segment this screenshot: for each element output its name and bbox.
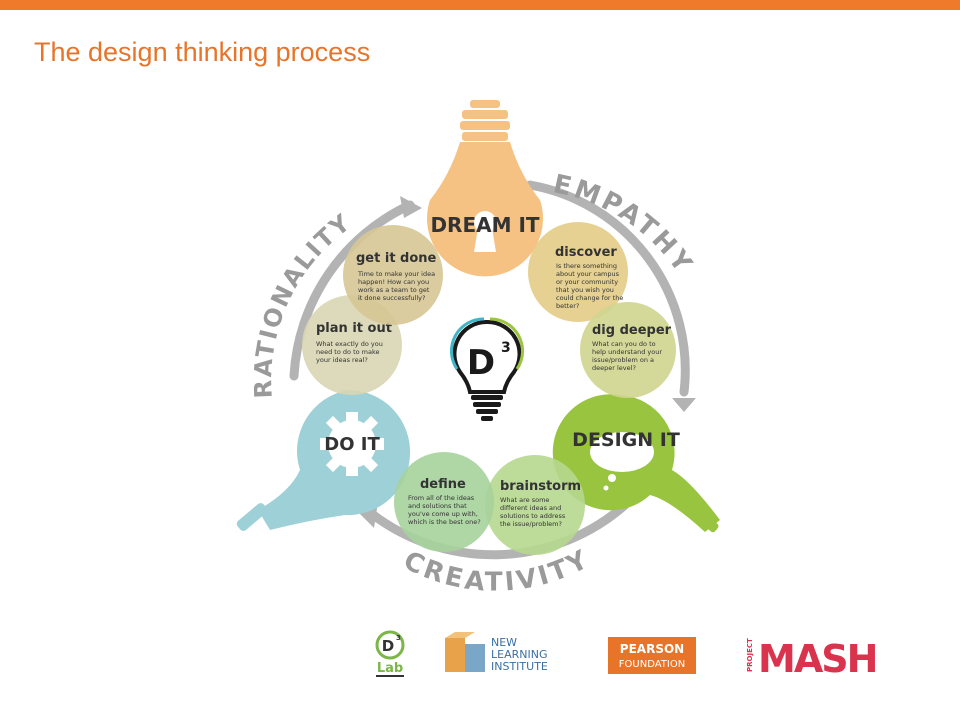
d3-lab-word: Lab (377, 661, 403, 676)
rationality-arc (289, 200, 415, 381)
d3-logo-letter: D (467, 343, 495, 383)
nli-line1: NEW (491, 636, 517, 649)
empathy-arc (525, 180, 690, 397)
pearson-line2: FOUNDATION (619, 659, 685, 670)
nli-line3: INSTITUTE (491, 660, 548, 673)
pearson-line1: PEARSON (620, 642, 684, 656)
mash-tag: PROJECT (746, 638, 754, 672)
pearson-foundation-logo: PEARSON FOUNDATION (608, 637, 696, 674)
step-get-it-done: get it done Time to make your idea happe… (343, 225, 443, 325)
design-it-bulb: DESIGN IT (552, 394, 720, 533)
rationality-arrowhead (400, 196, 422, 218)
step-discover: discover Is there something about your c… (528, 222, 628, 322)
do-it-label: DO IT (324, 434, 380, 455)
slide-title: The design thinking process (34, 37, 371, 67)
step-dig-deeper-title: dig deeper (592, 323, 672, 338)
step-define-title: define (420, 477, 466, 492)
step-get-it-done-title: get it done (356, 251, 437, 266)
new-learning-institute-logo: NEW LEARNING INSTITUTE (445, 632, 548, 673)
step-dig-deeper-text: What can you do to help understand your … (592, 340, 664, 372)
dream-it-bulb: DREAM IT (426, 100, 543, 277)
step-brainstorm: brainstorm What are some different ideas… (485, 455, 585, 555)
empathy-arrowhead (672, 398, 696, 412)
step-define-text: From all of the ideas and solutions that… (408, 494, 481, 526)
step-plan-it-out-text: What exactly do you need to do to make y… (316, 340, 385, 364)
d3-lab-logo: D 3 Lab (375, 630, 405, 677)
nli-line2: LEARNING (491, 648, 547, 661)
step-get-it-done-text: Time to make your idea happen! How can y… (357, 270, 437, 302)
cycle-arcs (289, 180, 690, 560)
mash-word: MASH (758, 637, 876, 681)
d3-center-logo: D 3 (449, 317, 525, 421)
d3-lab-sup: 3 (396, 634, 401, 642)
design-it-label: DESIGN IT (572, 429, 680, 451)
do-it-bulb: DO IT (236, 389, 411, 531)
step-dig-deeper: dig deeper What can you do to help under… (580, 302, 676, 398)
step-brainstorm-title: brainstorm (500, 479, 581, 494)
project-mash-logo: PROJECT MASH (746, 637, 878, 681)
creativity-arc (367, 500, 630, 560)
step-plan-it-out-title: plan it out (316, 321, 392, 336)
step-brainstorm-text: What are some different ideas and soluti… (500, 496, 567, 528)
step-discover-title: discover (555, 245, 617, 260)
step-define: define From all of the ideas and solutio… (394, 452, 494, 552)
dream-it-label: DREAM IT (430, 213, 539, 237)
step-discover-text: Is there something about your campus or … (556, 262, 625, 310)
top-accent-bar (0, 0, 960, 10)
d3-logo-superscript: 3 (501, 340, 511, 356)
d3-lab-mark: D (382, 637, 394, 655)
